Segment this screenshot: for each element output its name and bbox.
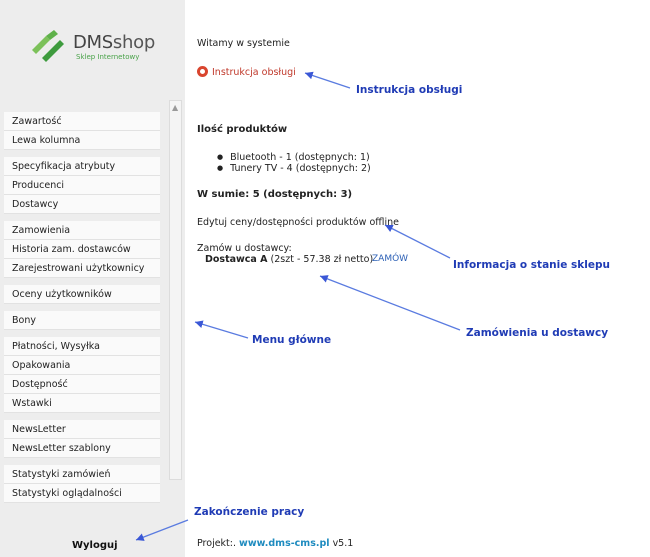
sidebar-item[interactable]: Wstawki [4,394,160,413]
products-title: Ilość produktów [197,124,288,135]
sidebar-item[interactable]: Opakowania [4,356,160,375]
sidebar-item[interactable]: Oceny użytkowników [4,285,160,304]
sidebar-item[interactable]: Dostępność [4,375,160,394]
sidebar-item[interactable]: Lewa kolumna [4,131,160,150]
project-site-link[interactable]: www.dms-cms.pl [239,538,330,549]
list-item: Tunery TV - 4 (dostępnych: 2) [217,163,371,174]
supplier-name: Dostawca A [205,254,268,265]
sidebar-item[interactable]: Zarejestrowani użytkownicy [4,259,160,278]
product-list: Bluetooth - 1 (dostępnych: 1) Tunery TV … [217,152,371,174]
scroll-up-icon[interactable]: ▲ [172,103,179,112]
logo: DMSshop Sklep Internetowy [28,28,158,68]
menu-group: Bony [4,311,160,330]
sidebar-item[interactable]: NewsLetter [4,420,160,439]
sidebar-item[interactable]: Płatności, Wysyłka [4,337,160,356]
sidebar-scrollbar[interactable]: ▲ [169,100,182,480]
sidebar-item[interactable]: Historia zam. dostawców [4,240,160,259]
sidebar-item[interactable]: Producenci [4,176,160,195]
annotation-shop-status: Informacja o stanie sklepu [453,259,610,271]
annotation-manual: Instrukcja obsługi [356,84,463,96]
sidebar-item[interactable]: Statystyki oglądalności [4,484,160,503]
sidebar-item[interactable]: Specyfikacja atrybuty [4,157,160,176]
sidebar-item[interactable]: Dostawcy [4,195,160,214]
annotation-logout: Zakończenie pracy [194,506,305,518]
annotation-supplier-orders: Zamówienia u dostawcy [466,327,609,339]
project-footer: Projekt:. www.dms-cms.pl v5.1 [197,538,354,549]
logo-brand: DMSshop [73,32,155,53]
logo-tagline: Sklep Internetowy [76,53,140,61]
logo-icon [32,30,64,62]
lifebuoy-icon [197,66,208,77]
products-total: W sumie: 5 (dostępnych: 3) [197,189,353,200]
edit-offline-link[interactable]: Edytuj ceny/dostępności produktów offlin… [197,217,399,228]
logout-button[interactable]: Wyloguj [72,540,118,551]
main-content: Witamy w systemie Instrukcja obsługi Ilo… [195,0,650,557]
annotation-main-menu: Menu główne [252,334,332,346]
sidebar-item[interactable]: Zamowienia [4,221,160,240]
order-button[interactable]: ZAMÓW [372,254,409,264]
sidebar-item[interactable]: Zawartość [4,112,160,131]
sidebar-item[interactable]: NewsLetter szablony [4,439,160,458]
supplier-row: Dostawca A (2szt - 57.38 zł netto) [205,254,373,265]
list-item: Bluetooth - 1 (dostępnych: 1) [217,152,371,163]
supplier-detail: (2szt - 57.38 zł netto) [270,254,374,265]
sidebar-item[interactable]: Statystyki zamówień [4,465,160,484]
sidebar-item[interactable]: Bony [4,311,160,330]
welcome-text: Witamy w systemie [197,38,290,49]
order-from-label: Zamów u dostawcy: [197,243,292,254]
menu-group: Oceny użytkowników [4,285,160,304]
manual-link[interactable]: Instrukcja obsługi [197,66,296,78]
